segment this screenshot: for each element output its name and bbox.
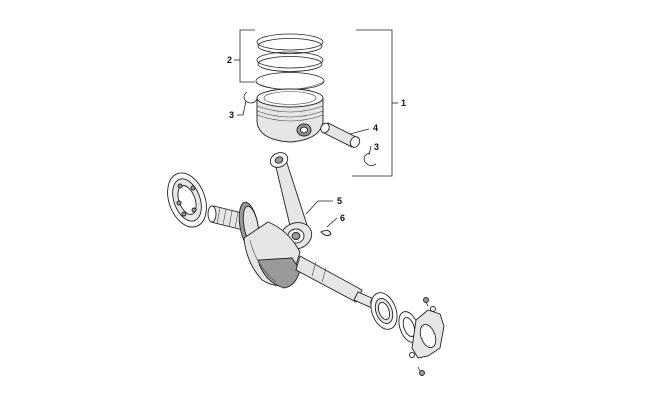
callout-3-right: 3 xyxy=(374,142,379,152)
callout-5: 5 xyxy=(337,196,342,206)
right-main-bearing xyxy=(370,292,398,330)
piston xyxy=(256,88,324,143)
callout-2: 2 xyxy=(227,55,232,65)
circlip-right xyxy=(363,152,377,166)
crankshaft xyxy=(207,201,378,310)
callout-3-left: 3 xyxy=(229,110,234,120)
woodruff-key xyxy=(320,229,332,237)
callout-1: 1 xyxy=(401,98,406,108)
callout-6: 6 xyxy=(340,213,345,223)
left-main-bearing xyxy=(167,172,207,228)
bearing-retainer-plate xyxy=(409,306,445,359)
leader-lines xyxy=(234,29,398,228)
oil-seal xyxy=(398,311,420,343)
callout-labels: 1 2 3 3 4 5 6 xyxy=(227,55,406,223)
connecting-rod xyxy=(269,152,313,250)
callout-4: 4 xyxy=(373,123,378,133)
circlip-left xyxy=(243,91,258,104)
piston-pin xyxy=(320,122,361,148)
piston-rings xyxy=(255,33,325,90)
retainer-screws xyxy=(417,297,429,376)
